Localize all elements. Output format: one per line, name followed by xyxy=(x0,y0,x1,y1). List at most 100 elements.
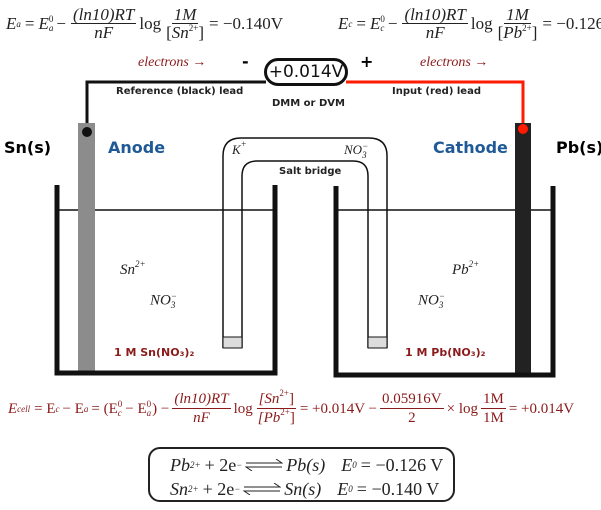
ion-text: − xyxy=(362,141,369,152)
ion-text: Sn xyxy=(120,262,135,278)
ion-text: K xyxy=(232,142,241,157)
nitrate-ion-right-label: NO−3 xyxy=(418,292,446,310)
left-solution-label: 1 M Sn(NO₃)₂ xyxy=(114,346,195,359)
right-solution-label: 1 M Pb(NO₃)₂ xyxy=(405,346,486,359)
eq-text: 1M xyxy=(483,410,504,426)
eq-text: + 2e xyxy=(204,454,237,475)
eq-text: 2 xyxy=(408,410,416,426)
ion-text: 3 xyxy=(438,300,444,310)
ion-text: 2+ xyxy=(135,259,146,269)
eq-text: c xyxy=(348,19,353,29)
eq-text: E xyxy=(338,14,349,33)
eq-text: − xyxy=(387,14,398,33)
ion-text: − xyxy=(170,291,177,301)
eq-text: 0 xyxy=(380,14,385,24)
eq-text: Pb xyxy=(170,454,190,475)
eq-text: ] xyxy=(531,23,538,42)
eq-text: E xyxy=(6,14,17,33)
eq-text: [ xyxy=(166,23,172,42)
eq-text: a xyxy=(16,19,21,29)
eq-text: c xyxy=(55,404,60,414)
eq-text: (ln10)RT xyxy=(70,5,137,24)
eq-text: 2+ xyxy=(279,388,289,398)
eq-text: = xyxy=(356,14,366,33)
negative-terminal-sign: - xyxy=(242,52,249,71)
equilibrium-arrows-icon xyxy=(245,459,284,471)
eq-text: nF xyxy=(193,410,210,426)
eq-text: 2+ xyxy=(522,23,532,33)
eq-text: − xyxy=(56,14,66,33)
ion-text: + xyxy=(240,139,247,149)
lead-ion-label: Pb2+ xyxy=(452,259,480,279)
tin-metal-label: Sn(s) xyxy=(4,138,52,157)
eq-text: c xyxy=(380,23,385,33)
electrons-flow-right: electrons → xyxy=(420,55,489,70)
eq-text: Pb xyxy=(503,23,523,42)
salt-bridge-plug-right xyxy=(367,336,388,349)
left-beaker xyxy=(54,185,278,376)
ion-text: NO xyxy=(150,292,171,309)
eq-text: E xyxy=(38,14,49,33)
electrons-flow-left: electrons → xyxy=(138,55,207,70)
ion-text: 2+ xyxy=(468,259,480,269)
eq-text: ] xyxy=(198,23,205,42)
ion-text: 3 xyxy=(170,300,176,310)
tin-ion-label: Sn2+ xyxy=(120,259,146,279)
tin-electrode xyxy=(78,123,95,373)
salt-bridge-outer xyxy=(222,137,388,348)
eq-text: E xyxy=(369,14,381,33)
black-lead-label: Reference (black) lead xyxy=(116,86,244,97)
lead-electrode xyxy=(515,123,531,373)
eq-text: nF xyxy=(425,23,445,42)
ion-text: NO xyxy=(418,292,439,309)
eq-text: Sn xyxy=(170,478,188,499)
salt-bridge-inner xyxy=(241,160,369,348)
salt-bridge-plug-left xyxy=(222,336,243,349)
red-lead-wire xyxy=(346,80,525,128)
eq-text: 2+ xyxy=(280,407,290,417)
eq-text: (ln10)RT xyxy=(172,391,231,409)
eq-text: 0.05916V xyxy=(380,391,444,409)
right-beaker xyxy=(333,186,556,378)
eq-text: 0 xyxy=(48,14,54,24)
eq-text: log xyxy=(470,14,493,33)
red-lead-clip xyxy=(518,124,528,134)
eq-text: a xyxy=(48,23,54,33)
eq-text: log xyxy=(233,400,253,417)
eq-text: ) − xyxy=(152,400,170,417)
eq-text: a xyxy=(83,404,89,414)
eq-text: log xyxy=(139,14,162,33)
ion-text: Pb xyxy=(452,262,469,278)
eq-text: [Pb xyxy=(257,410,281,426)
black-lead-clip xyxy=(82,127,92,137)
eq-text: 1M xyxy=(481,391,506,409)
eq-text: 0 xyxy=(146,399,152,409)
eq-text: [Sn xyxy=(258,391,280,407)
positive-terminal-sign: + xyxy=(360,52,374,71)
black-lead-wire xyxy=(85,80,266,130)
eq-text: Sn(s) xyxy=(284,478,322,499)
eq-text: − E xyxy=(125,400,147,417)
eq-text: + 2e xyxy=(202,478,235,499)
eq-text: Pb(s) xyxy=(286,454,326,475)
voltmeter-display: +0.014V xyxy=(264,58,348,86)
eq-text: E xyxy=(341,454,353,475)
eq-text: = −0.140V xyxy=(209,14,283,33)
eq-text: − E xyxy=(62,400,84,417)
eq-text: cell xyxy=(17,404,31,414)
equilibrium-arrows-icon xyxy=(243,483,282,495)
eq-text: c xyxy=(117,408,122,418)
anode-label: Anode xyxy=(108,138,166,157)
eq-text: 0 xyxy=(117,399,123,409)
eq-text: E xyxy=(8,400,18,417)
eq-text: × log xyxy=(446,400,478,417)
eq-text: 1M xyxy=(171,5,199,24)
eq-text: nF xyxy=(94,23,114,42)
